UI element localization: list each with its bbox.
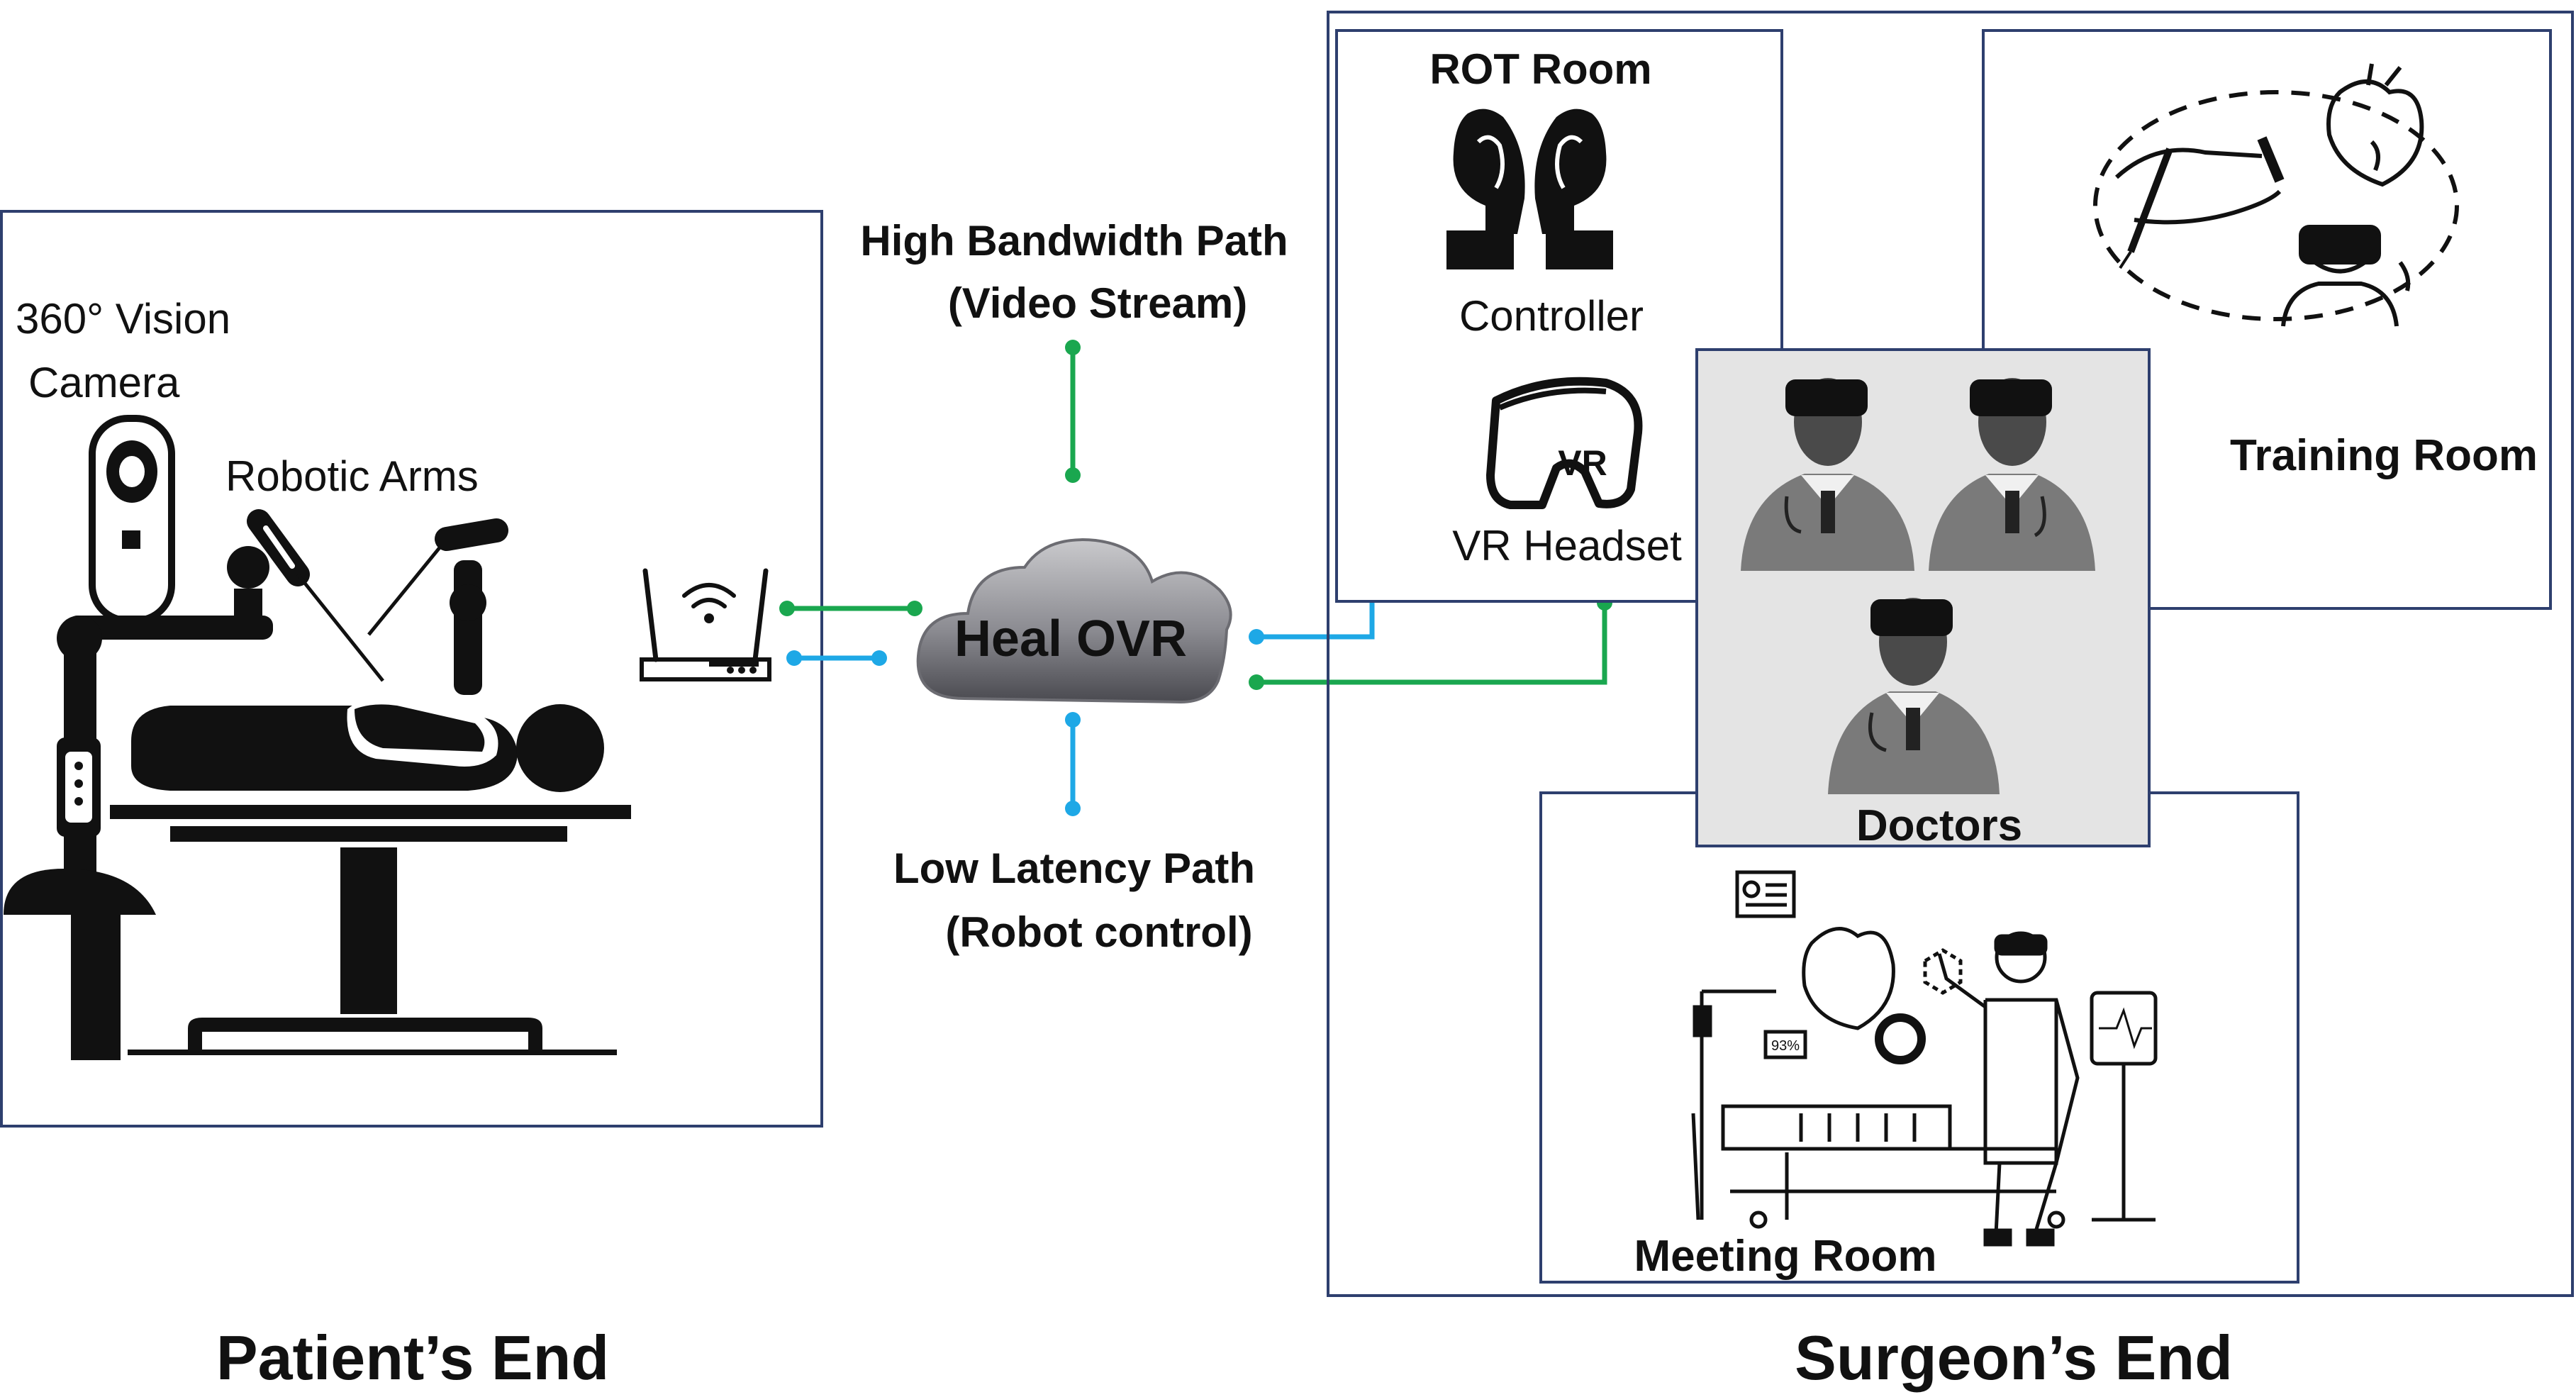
vr-headset-label: VR Headset <box>1452 522 1682 569</box>
rot-room-label: ROT Room <box>1429 45 1651 93</box>
connector-dot <box>907 601 922 616</box>
meeting-room-label: Meeting Room <box>1634 1232 1936 1281</box>
cloud-headset-green-link <box>1256 603 1607 685</box>
connector-dot <box>1065 712 1081 728</box>
connector-dot <box>1065 801 1081 816</box>
robot-arm-stand-icon <box>4 546 273 1060</box>
camera-label-line2: Camera <box>28 359 180 406</box>
connector-dot <box>871 650 887 666</box>
doctors-label: Doctors <box>1856 801 2022 850</box>
connector-dot <box>1065 467 1081 483</box>
surgeons-end-caption: Surgeon’s End <box>1795 1323 2233 1393</box>
robotic-arms-label: Robotic Arms <box>225 452 479 500</box>
vr-headset-mark: VR <box>1558 443 1607 483</box>
cloud-shape <box>916 538 1232 704</box>
patients-end-caption: Patient’s End <box>216 1323 609 1393</box>
doctor-figure-icon <box>1929 378 2095 571</box>
controller-label: Controller <box>1459 292 1644 340</box>
camera-label-line1: 360° Vision <box>16 295 230 343</box>
patient-end-frame <box>0 210 823 1128</box>
meeting-illustration-icon: 93% <box>1691 870 2158 1247</box>
connector-dot <box>1249 674 1264 690</box>
wifi-router-icon <box>640 568 771 681</box>
surgeon-end-frame <box>1327 11 2574 1297</box>
surgical-instruments-icon <box>247 509 508 695</box>
monitor-stat-text: 93% <box>1771 1038 1800 1054</box>
connector-dot <box>786 650 802 666</box>
vr-headset-icon: VR <box>1486 377 1643 509</box>
training-room-label: Training Room <box>2230 431 2538 480</box>
connector-dot <box>779 601 795 616</box>
high-bandwidth-label-line2: (Video Stream) <box>948 279 1247 327</box>
low-latency-label-line1: Low Latency Path <box>893 845 1255 892</box>
controller-hands-icon <box>1446 108 1613 269</box>
cloud-label: Heal OVR <box>954 611 1187 667</box>
high-bandwidth-label-line1: High Bandwidth Path <box>860 217 1288 265</box>
patient-lying-icon <box>131 696 604 792</box>
operating-table-icon <box>110 805 631 1055</box>
connector-dot <box>1065 340 1081 355</box>
doctor-figure-icon <box>1828 598 2000 794</box>
low-latency-label-line2: (Robot control) <box>945 908 1252 956</box>
doctor-figure-icon <box>1741 378 1914 571</box>
connector-dot <box>1249 629 1264 645</box>
camera-360-icon <box>89 415 175 624</box>
training-illustration-icon <box>2093 63 2459 327</box>
